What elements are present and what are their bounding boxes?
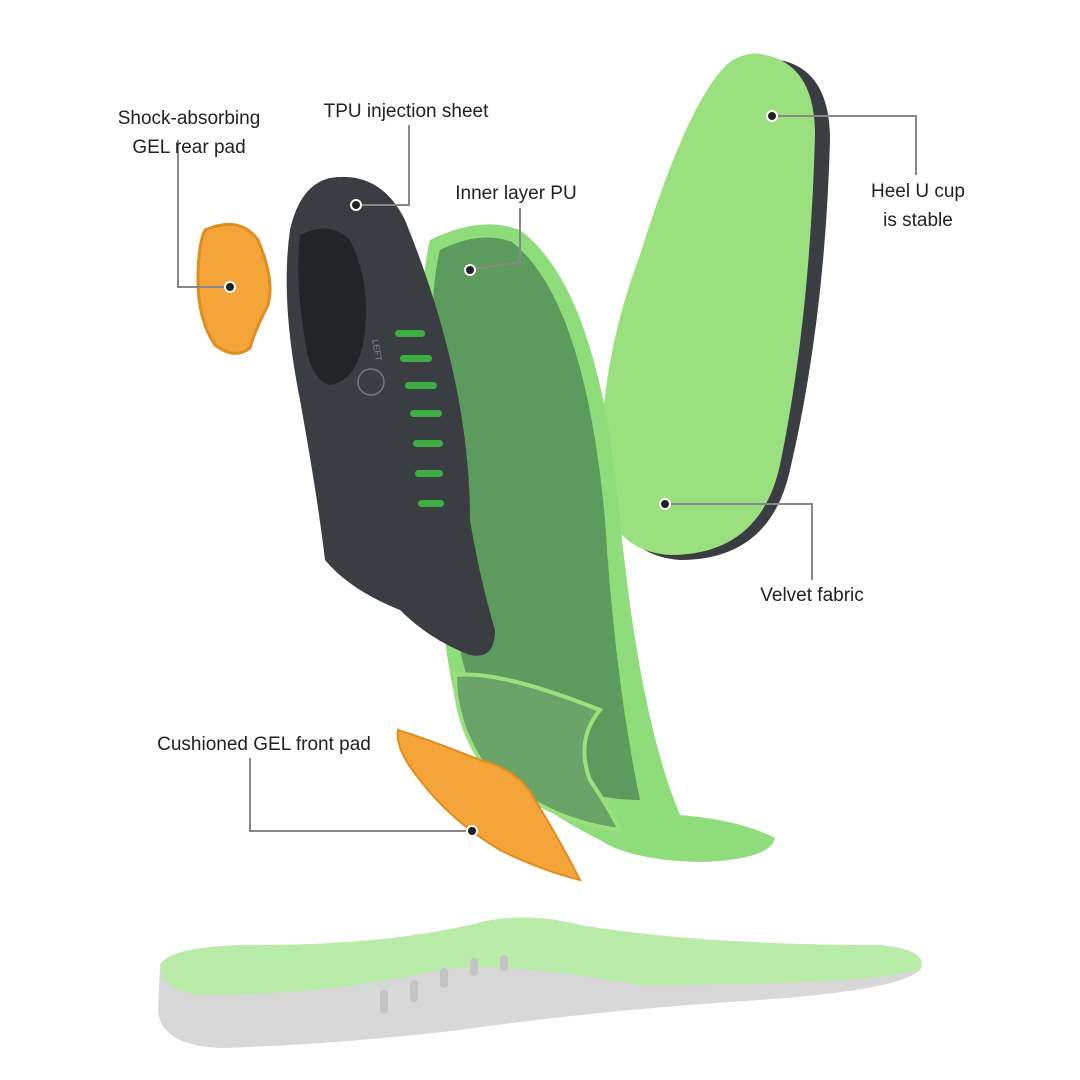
label-line: GEL rear pad bbox=[132, 137, 246, 158]
left-marking: LEFT bbox=[370, 339, 384, 363]
label-line: is stable bbox=[883, 210, 953, 231]
tpu-injection-sheet bbox=[286, 176, 495, 656]
label-line: Shock-absorbing bbox=[117, 108, 261, 129]
label-heel-cup: Heel U cup is stable bbox=[858, 177, 978, 235]
left-marking-circle bbox=[357, 368, 385, 396]
inner-pu-layer bbox=[422, 224, 775, 862]
label-rear-pad: Shock-absorbing GEL rear pad bbox=[100, 104, 278, 162]
leader-dots bbox=[224, 110, 778, 837]
label-tpu-sheet: TPU injection sheet bbox=[323, 101, 489, 122]
label-velvet: Velvet fabric bbox=[760, 585, 864, 606]
assembled-insole bbox=[158, 917, 922, 1048]
velvet-fabric-layer bbox=[600, 53, 830, 560]
label-inner-pu: Inner layer PU bbox=[455, 183, 577, 204]
leader-lines bbox=[177, 115, 917, 832]
front-gel-pad bbox=[396, 728, 582, 882]
label-line: Heel U cup bbox=[871, 181, 965, 202]
label-front-pad: Cushioned GEL front pad bbox=[157, 734, 371, 755]
